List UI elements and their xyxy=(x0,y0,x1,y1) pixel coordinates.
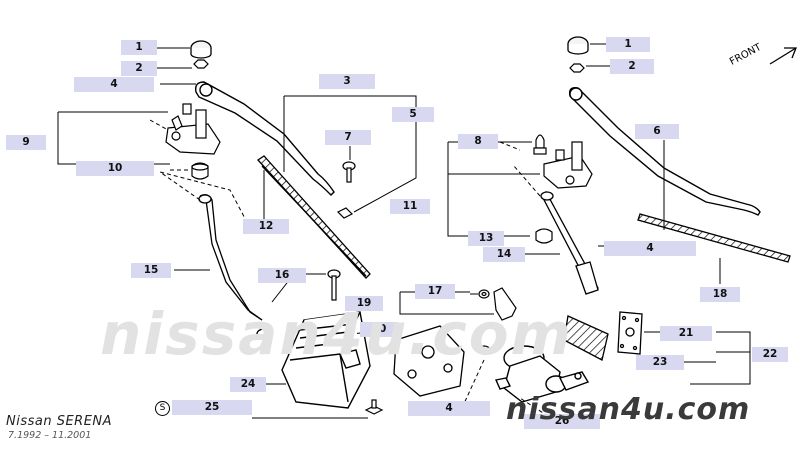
callout-label-4-right: 4 xyxy=(604,241,696,256)
callout-label-22: 22 xyxy=(752,347,788,362)
right-cap xyxy=(567,36,589,55)
vehicle-model-label: Nissan SERENA xyxy=(6,414,113,429)
callout-label-5: 5 xyxy=(392,107,434,122)
callout-label-8: 8 xyxy=(458,134,498,149)
left-nut xyxy=(193,59,209,69)
clip-5 xyxy=(336,207,354,219)
callout-label-9: 9 xyxy=(6,135,46,150)
callout-label-21: 21 xyxy=(660,326,712,341)
special-marker-icon: S xyxy=(155,401,170,416)
callout-label-2-right: 2 xyxy=(610,59,654,74)
callout-label-24: 24 xyxy=(230,377,266,392)
callout-label-7: 7 xyxy=(325,130,371,145)
callout-label-20: 20 xyxy=(360,322,398,337)
callout-label-6: 6 xyxy=(635,124,679,139)
callout-label-19: 19 xyxy=(345,296,383,311)
bolt-25 xyxy=(364,399,384,415)
callout-label-25: 25 xyxy=(172,400,252,415)
left-grommet xyxy=(191,162,209,180)
grommet-16 xyxy=(327,269,341,301)
production-range-label: 7.1992 – 11.2001 xyxy=(8,430,92,441)
callout-label-11: 11 xyxy=(390,199,430,214)
callout-label-16: 16 xyxy=(258,268,306,283)
right-wiper-arm xyxy=(568,86,761,216)
wiper-motor xyxy=(495,345,590,403)
gasket-21 xyxy=(617,311,643,355)
left-wiper-blade xyxy=(257,155,371,279)
grommet-8 xyxy=(533,134,547,155)
left-cap xyxy=(190,40,212,59)
right-link-rod xyxy=(540,190,599,295)
callout-label-10: 10 xyxy=(76,161,154,176)
callout-label-2: 2 xyxy=(121,61,157,76)
seal-23 xyxy=(563,315,609,361)
washer-17 xyxy=(478,289,490,299)
callout-label-26: 26 xyxy=(524,414,600,429)
right-nut xyxy=(569,63,585,73)
callout-label-23: 23 xyxy=(636,355,684,370)
callout-label-1-right: 1 xyxy=(606,37,650,52)
callout-label-13: 13 xyxy=(468,231,504,246)
callout-label-1: 1 xyxy=(121,40,157,55)
bracket-19 xyxy=(493,287,517,321)
motor-cover xyxy=(281,311,371,409)
callout-label-3: 3 xyxy=(319,74,375,89)
watermark-right: nissan4u.com xyxy=(506,392,751,427)
watermark-left: nissan4u.com xyxy=(100,300,573,368)
callout-label-17: 17 xyxy=(415,284,455,299)
left-link-rod xyxy=(198,194,272,340)
bolt-7 xyxy=(342,161,356,183)
right-wiper-blade xyxy=(637,213,791,263)
bolt-4-lower xyxy=(477,345,491,355)
callout-label-15: 15 xyxy=(131,263,171,278)
callout-label-14: 14 xyxy=(483,247,525,262)
front-arrow-icon xyxy=(769,47,797,65)
callout-label-4-lower: 4 xyxy=(408,401,490,416)
bushing-13 xyxy=(535,228,553,244)
motor-bracket xyxy=(393,325,465,397)
callout-label-4: 4 xyxy=(74,77,154,92)
left-wiper-arm xyxy=(194,81,335,196)
right-pivot-assembly xyxy=(543,141,593,189)
callout-label-18: 18 xyxy=(700,287,740,302)
left-pivot-assembly xyxy=(165,103,221,155)
callout-label-12: 12 xyxy=(243,219,289,234)
